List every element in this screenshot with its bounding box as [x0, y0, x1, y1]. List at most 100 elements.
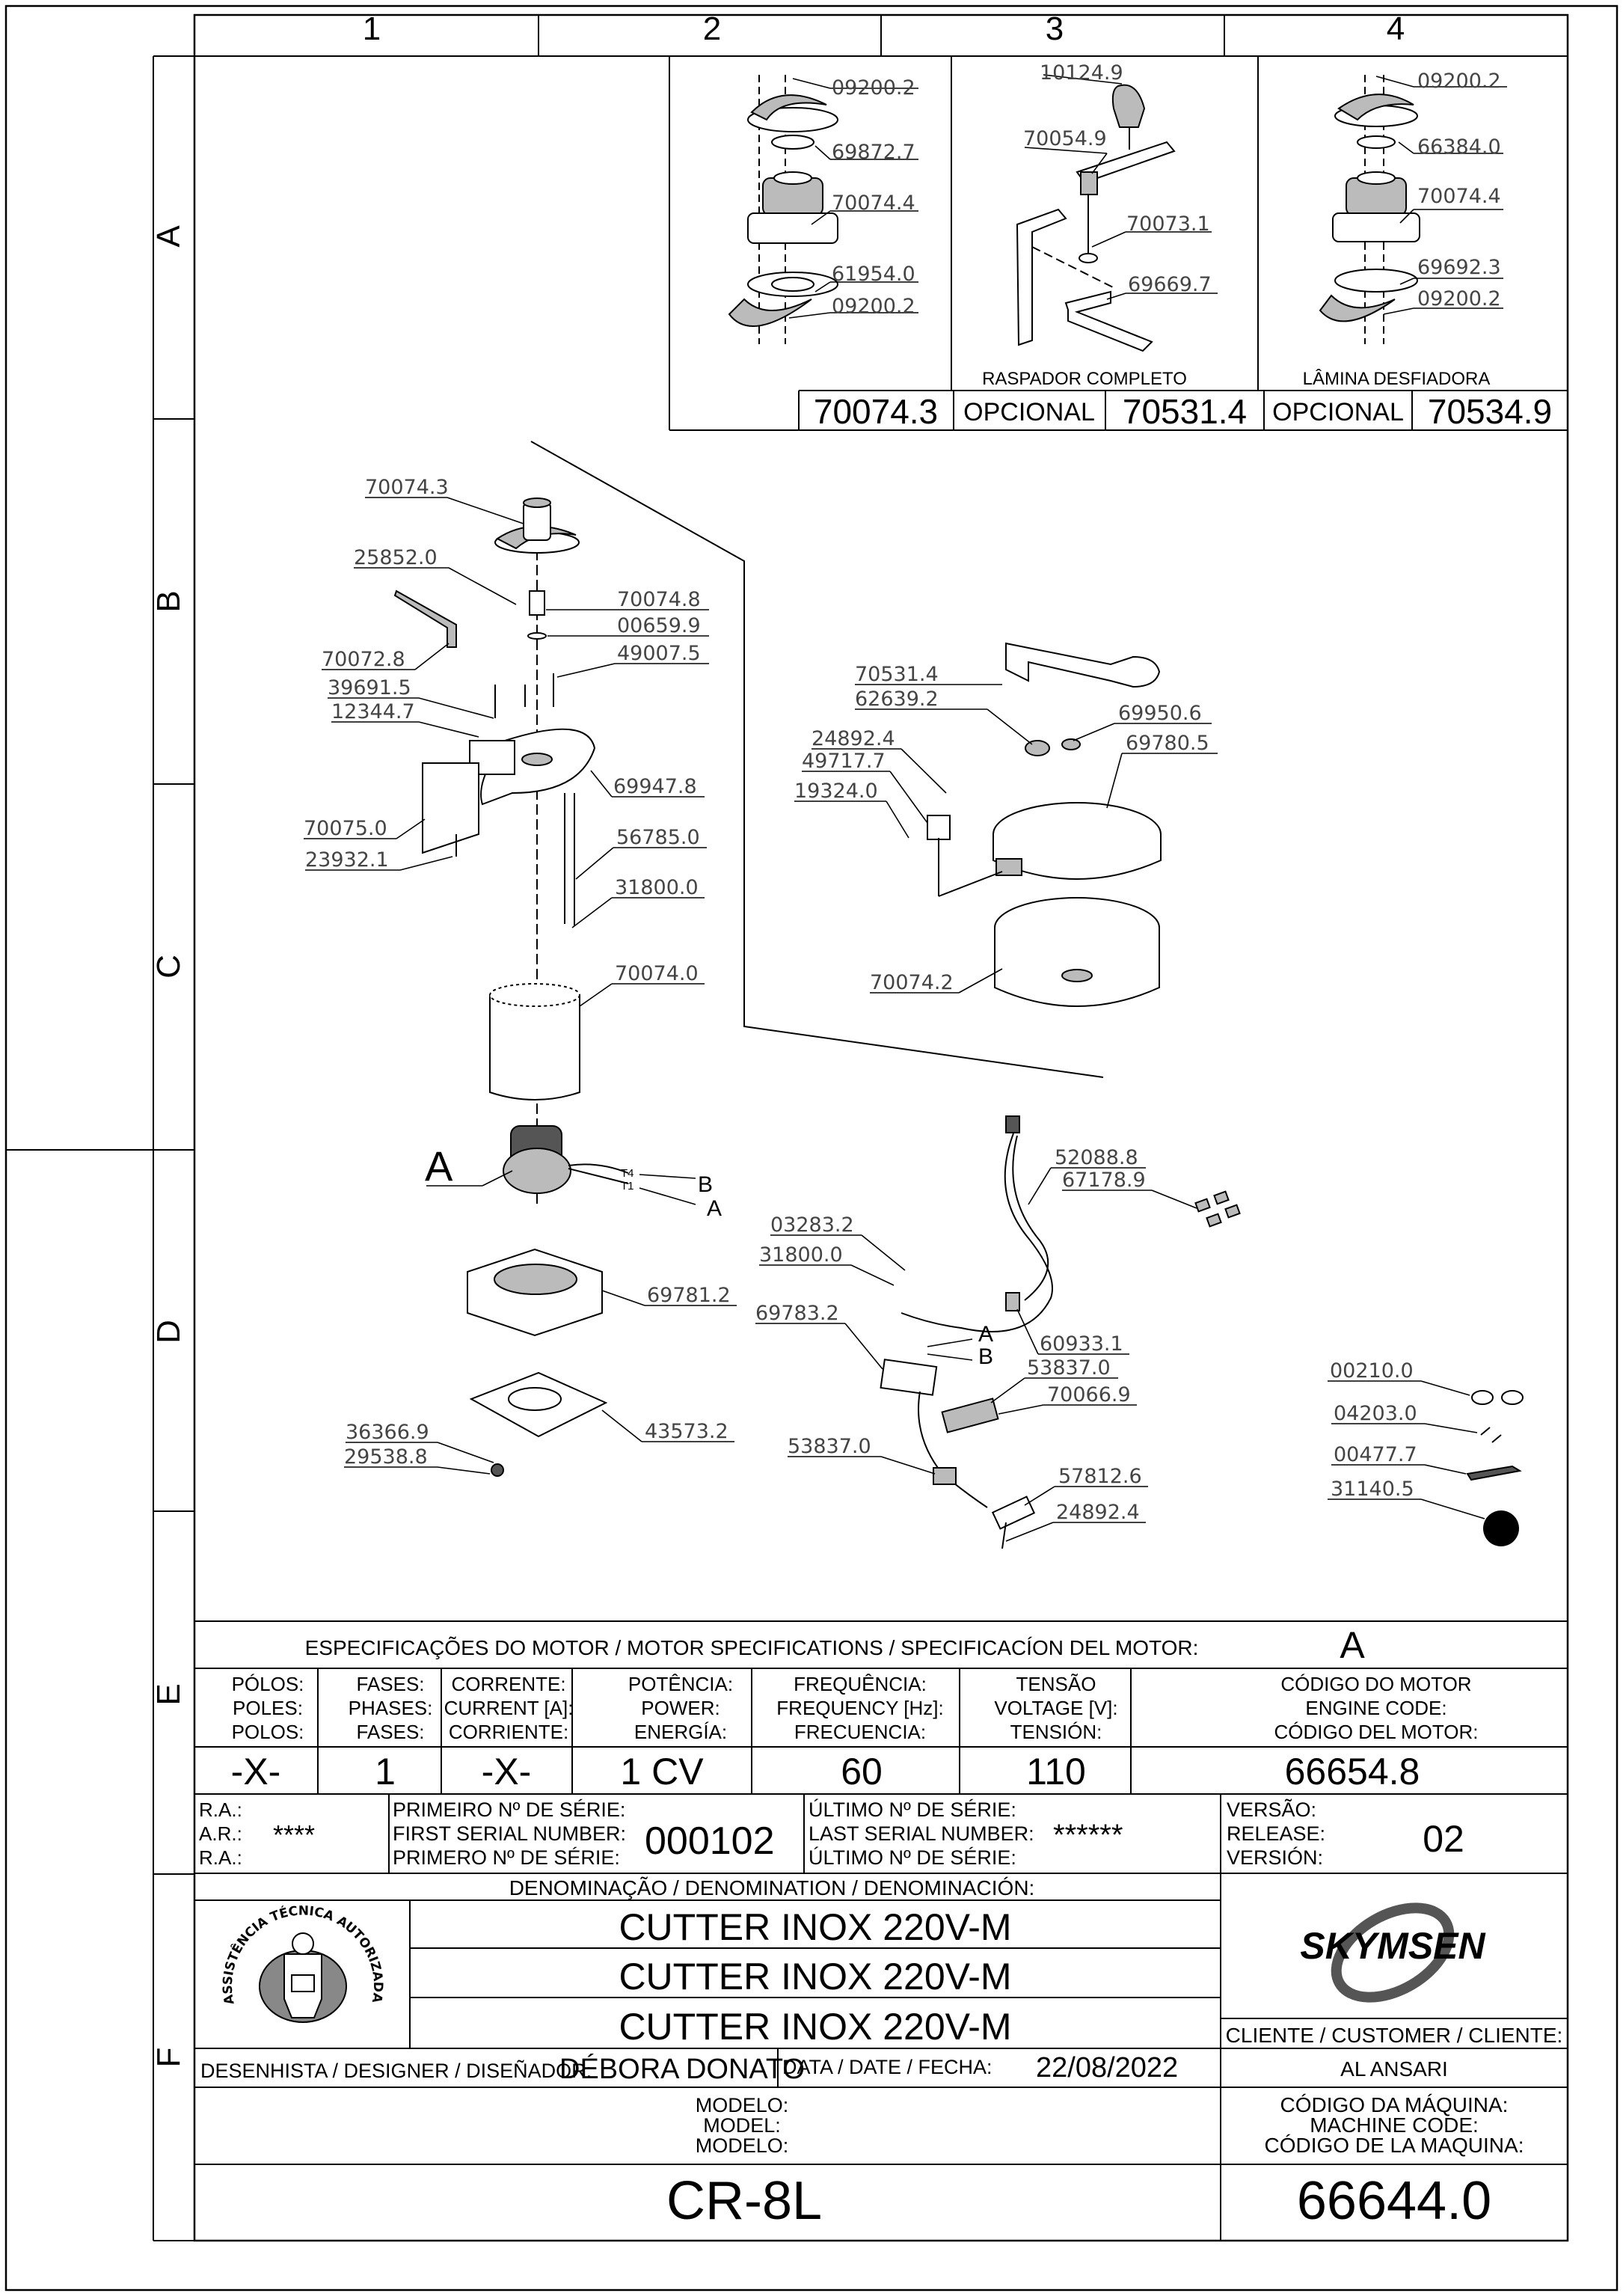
opt-scraper-pn-1: 10124.9: [1040, 61, 1123, 85]
spec-header-voltage-en: VOLTAGE [V]:: [994, 1697, 1117, 1719]
client-value: AL ANSARI: [1340, 2057, 1448, 2081]
elec-pn-1: 52088.8: [1055, 1146, 1138, 1169]
spec-header-current-pt: CORRENTE:: [451, 1673, 565, 1695]
spec-header-power-en: POWER:: [641, 1697, 720, 1719]
elec-pn-8: 70066.9: [1047, 1383, 1131, 1406]
lid-pn-6: 69780.5: [1126, 732, 1209, 755]
grid-row-a: A: [150, 225, 187, 248]
machine-code-label-pt: CÓDIGO DA MÁQUINA:: [1280, 2093, 1509, 2116]
motor-spec-title: ESPECIFICAÇÕES DO MOTOR / MOTOR SPECIFIC…: [305, 1636, 1199, 1659]
spec-value-phases: 1: [375, 1751, 396, 1793]
last-serial-label-en: LAST SERIAL NUMBER:: [809, 1822, 1034, 1845]
spec-header-frequency-es: FRECUENCIA:: [794, 1721, 926, 1743]
denomination-label: DENOMINAÇÃO / DENOMINATION / DENOMINACIÓ…: [509, 1876, 1035, 1899]
lid-pn-2: 62639.2: [855, 688, 939, 711]
date-value: 22/08/2022: [1036, 2052, 1178, 2084]
ra-value: ****: [273, 1819, 315, 1850]
spec-value-current: -X-: [482, 1751, 532, 1793]
main-pn-1: 70074.3: [365, 476, 449, 499]
spec-header-phases-es: FASES:: [356, 1721, 424, 1743]
title-block: [194, 1620, 1568, 2241]
main-pn-8: 12344.7: [331, 700, 415, 723]
ra-label-3: R.A.:: [199, 1846, 242, 1869]
optional-shredder-drawing: [1319, 75, 1420, 344]
elec-pn-4: 31800.0: [759, 1243, 843, 1267]
spec-value-frequency: 60: [841, 1751, 883, 1793]
spec-header-poles-en: POLES:: [233, 1697, 303, 1719]
spec-header-power-pt: POTÊNCIA:: [628, 1673, 733, 1695]
model-label-es: MODELO:: [696, 2134, 789, 2157]
grid-row-f: F: [150, 2048, 187, 2068]
elec-pn-6: 60933.1: [1040, 1332, 1123, 1356]
spec-header-current-es: CORRIENTE:: [449, 1721, 568, 1743]
elec-pn-11: 24892.4: [1056, 1501, 1140, 1524]
ra-label-2: A.R.:: [199, 1822, 242, 1845]
machine-code-label-es: CÓDIGO DE LA MAQUINA:: [1265, 2134, 1524, 2157]
spec-value-poles: -X-: [231, 1751, 281, 1793]
main-pn-12: 56785.0: [616, 826, 700, 849]
electrical-callouts: 52088.8 67178.9 03283.2 31800.0 69783.2 …: [755, 1146, 1197, 1542]
first-serial-label-en: FIRST SERIAL NUMBER:: [393, 1822, 626, 1845]
motor-ref-a: A: [425, 1142, 453, 1190]
elec-pn-7: 53837.0: [1027, 1356, 1111, 1380]
grid-column-3: 3: [1046, 10, 1064, 47]
grid-row-c: C: [150, 955, 187, 979]
version-label-es: VERSIÓN:: [1227, 1846, 1323, 1869]
spec-header-engine-code-es: CÓDIGO DEL MOTOR:: [1274, 1721, 1478, 1743]
option-cell-4: OPCIONAL: [1272, 398, 1404, 426]
opt-scraper-pn-2: 70054.9: [1023, 127, 1107, 150]
main-pn-13: 31800.0: [615, 876, 699, 899]
last-serial-value: ******: [1053, 1819, 1123, 1852]
main-pn-7: 39691.5: [328, 676, 411, 699]
main-exploded-assembly: [393, 441, 1104, 1477]
wire-t4: T4: [621, 1167, 634, 1180]
elec-ref-a: A: [978, 1322, 993, 1347]
opt-scraper-callouts: 10124.9 70054.9 70073.1 69669.7: [1023, 61, 1218, 300]
last-serial-label-pt: ÚLTIMO Nº DE SÉRIE:: [809, 1798, 1016, 1821]
wire-t1: T1: [621, 1180, 634, 1193]
elec-pn-5: 69783.2: [755, 1302, 839, 1325]
misc-parts: 00210.0 04203.0 00477.7 31140.5: [1328, 1359, 1524, 1546]
spec-header-phases-pt: FASES:: [356, 1673, 424, 1695]
wire-ref-a: A: [707, 1196, 722, 1221]
version-label-pt: VERSÃO:: [1227, 1798, 1316, 1821]
main-pn-11: 23932.1: [305, 848, 389, 872]
opt-blade-pn-5: 09200.2: [832, 295, 915, 318]
motor-spec-variant: A: [1340, 1624, 1365, 1666]
denomination-line-1: CUTTER INOX 220V-M: [619, 1906, 1011, 1948]
lid-pn-4: 24892.4: [812, 727, 895, 750]
brand-logo-text: SKYMSEN: [1300, 1925, 1485, 1967]
opt-blade-pn-1: 09200.2: [832, 76, 915, 100]
spec-header-voltage-pt: TENSÃO: [1016, 1673, 1096, 1695]
elec-pn-10: 57812.6: [1058, 1465, 1142, 1488]
opt-scraper-pn-4: 69669.7: [1128, 273, 1212, 296]
model-value: CR-8L: [666, 2171, 822, 2231]
lid-pn-3: 69950.6: [1118, 702, 1202, 725]
grid-column-1: 1: [363, 10, 381, 47]
foot-pn-3: 43573.2: [645, 1420, 728, 1443]
foot-pn-2: 29538.8: [344, 1445, 428, 1469]
black-cap-part: [1483, 1510, 1519, 1546]
motor-spec-headers: PÓLOS: POLES: POLOS: FASES: PHASES: FASE…: [232, 1673, 1479, 1743]
optional-accessories-panel: RASPADOR COMPLETO LÂMINA DESFIADORA 7007…: [669, 56, 1568, 431]
electrical-assembly: [880, 1115, 1241, 1549]
version-label-en: RELEASE:: [1227, 1822, 1325, 1845]
spec-header-poles-es: POLOS:: [232, 1721, 304, 1743]
grid-column-4: 4: [1387, 10, 1405, 47]
grid-row-d: D: [150, 1320, 187, 1344]
opt-shredder-callouts: 09200.2 66384.0 70074.4 69692.3 09200.2: [1375, 70, 1507, 315]
designer-value: DÉBORA DONATO: [559, 2053, 805, 2085]
main-pn-10: 70075.0: [304, 817, 387, 840]
motor-base-callouts: A T4 T1 B A 69781.2 36366.9 29538.8 4357…: [344, 1142, 737, 1475]
skymsen-logo: SKYMSEN: [1300, 1902, 1486, 2003]
elec-pn-9: 53837.0: [788, 1435, 871, 1458]
scraper-caption: RASPADOR COMPLETO: [982, 369, 1187, 389]
opt-scraper-pn-3: 70073.1: [1126, 212, 1210, 236]
opt-blade-callouts: 09200.2 69872.7 70074.4 61954.0 09200.2: [788, 76, 918, 319]
elec-pn-3: 03283.2: [770, 1213, 854, 1237]
grid-row-e: E: [150, 1683, 187, 1705]
machine-code-label-en: MACHINE CODE:: [1310, 2113, 1479, 2137]
option-cell-5: 70534.9: [1428, 392, 1552, 431]
lid-pn-7: 19324.0: [794, 780, 878, 803]
misc-pn-4: 31140.5: [1331, 1478, 1414, 1501]
